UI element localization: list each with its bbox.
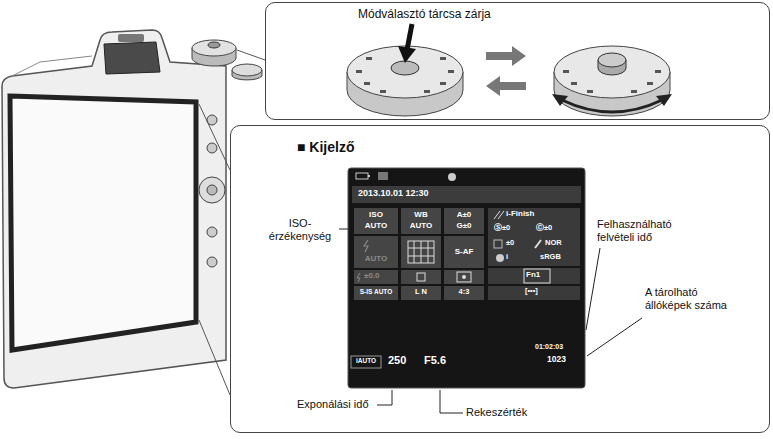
dial-top — [347, 46, 463, 98]
screen-readout: S-AF — [444, 247, 484, 256]
callout-panel: ■ Kijelző2013.10.01 12:30ISOAUTOWBAUTOA±… — [230, 125, 770, 433]
screen-readout: NOR — [545, 239, 562, 248]
screen-readout: Fn1 — [526, 270, 540, 279]
press-arrow — [407, 24, 412, 50]
ok-button — [207, 185, 217, 195]
dial-lock — [208, 42, 220, 48]
screen-readout: Ⓢ±0 — [494, 224, 510, 233]
battery-icon — [368, 175, 370, 177]
card-icon — [378, 172, 388, 180]
sub-dial — [232, 64, 262, 76]
screen-readout: ±0.0 — [364, 271, 380, 280]
arrow-pad — [199, 177, 225, 203]
setting-cells — [354, 208, 484, 300]
camera-body — [2, 30, 226, 388]
leader-lines — [339, 229, 642, 413]
mode-dial — [192, 40, 236, 56]
dial-top — [554, 46, 670, 98]
drive-icon — [417, 273, 425, 281]
turn-arrowhead — [656, 94, 672, 106]
screen-readout: AUTO — [354, 221, 398, 230]
screen-readout: 01:02:03 — [535, 343, 563, 351]
dial-lock — [598, 53, 626, 67]
screen-readout: A±0 — [444, 210, 484, 219]
screen-readout: F5.6 — [424, 354, 446, 367]
callout-line — [199, 104, 230, 170]
screen-readout: ±0 — [506, 239, 514, 248]
mode-badge — [351, 356, 381, 368]
dial-lock — [391, 61, 419, 75]
screen-readout: 250 — [388, 354, 406, 367]
metering-icon — [462, 275, 466, 279]
hot-shoe — [118, 34, 144, 42]
fn-cell — [488, 286, 580, 300]
face-icon — [448, 173, 456, 181]
callout-label: Exponálási idő — [297, 398, 377, 411]
fn-frame — [524, 269, 550, 283]
turn-arrowhead — [552, 94, 568, 106]
callout-panel: Módválasztó tárcsa zárja — [265, 2, 770, 120]
callout-line — [237, 50, 265, 60]
button — [207, 143, 217, 153]
pen-icon — [535, 240, 541, 248]
picture-mode-cell — [488, 208, 580, 266]
callout-label: A tárolható állóképek száma — [645, 286, 745, 312]
date-bar — [352, 186, 581, 203]
step-arrow — [486, 46, 526, 66]
eyepiece — [104, 42, 160, 74]
flash-icon — [364, 240, 368, 252]
screen-readout: sRGB — [540, 253, 561, 262]
lcd-screen-panel: 2013.10.01 12:30ISOAUTOWBAUTOA±0G±0i-Fin… — [348, 168, 585, 388]
screen-readout: ISO — [354, 210, 398, 219]
metering-icon — [457, 272, 471, 282]
panel-heading: Módválasztó tárcsa zárja — [358, 8, 491, 22]
screen-readout: AUTO — [401, 221, 441, 230]
body-edge — [12, 56, 92, 76]
callout-label: Felhasználható felvételi idő — [597, 218, 709, 244]
screen-readout: 2013.10.01 12:30 — [358, 188, 429, 198]
turn-arrow — [562, 100, 662, 112]
step-arrow — [486, 76, 526, 96]
screen-readout: G±0 — [444, 221, 484, 230]
face-icon — [496, 254, 504, 262]
callout-label: Rekeszérték — [466, 406, 546, 419]
screen-readout: iAUTO — [351, 357, 381, 364]
i-finish-icon — [494, 211, 504, 219]
screen-readout: i-Finish — [506, 209, 534, 218]
screen-readout: Ⓒ±0 — [536, 224, 552, 233]
lcd-screen — [348, 168, 585, 388]
screen-readout: L N — [401, 288, 441, 297]
screen-readout: i — [506, 253, 508, 262]
color-icon — [494, 240, 502, 248]
screen-readout: AUTO — [354, 254, 398, 263]
screen-readout: [•••] — [525, 287, 538, 296]
af-target-icon — [408, 241, 434, 263]
press-arrowhead — [398, 46, 416, 63]
callout-line — [199, 320, 230, 395]
panel-heading: ■ Kijelző — [297, 139, 354, 155]
lcd-monitor — [10, 96, 196, 350]
callout-label: ISO-érzékenység — [262, 217, 338, 243]
screen-readout: 4:3 — [444, 288, 484, 297]
screen-readout: WB — [401, 210, 441, 219]
battery-icon — [356, 173, 368, 179]
screen-readout: 1023 — [547, 355, 566, 365]
button — [207, 257, 217, 267]
fn-cell — [488, 268, 580, 284]
button — [207, 227, 217, 237]
flash-icon — [357, 273, 360, 282]
screen-readout: S-IS AUTO — [354, 288, 398, 295]
